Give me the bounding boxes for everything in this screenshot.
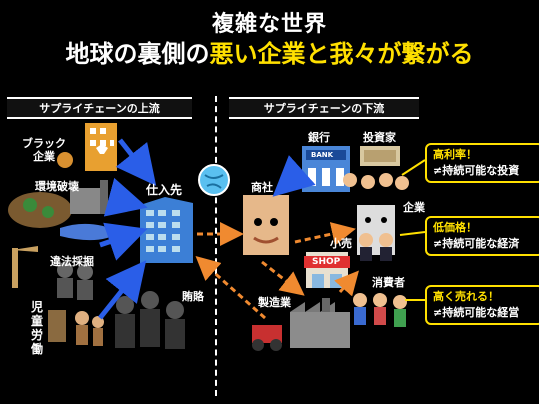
divider-line xyxy=(215,96,217,396)
label-manufacturer: 製造業 xyxy=(258,296,291,309)
label-company: 企業 xyxy=(403,201,425,214)
arrow-environment xyxy=(103,177,148,217)
callout-economy-title: 低価格！ xyxy=(433,221,477,234)
shop-sign: SHOP xyxy=(312,257,341,267)
company-icon xyxy=(357,205,395,261)
investor-icon xyxy=(360,146,400,166)
child-labor-icon xyxy=(48,310,104,346)
label-black-company: ブラック 企業 xyxy=(22,137,66,163)
arrow-bank-trading xyxy=(272,155,316,197)
callout-investment-title: 高利率！ xyxy=(433,148,477,161)
label-supplier: 仕入先 xyxy=(146,183,183,197)
label-bank: 銀行 xyxy=(308,131,330,144)
bribery-icon xyxy=(115,291,185,349)
trading-company-icon xyxy=(243,195,289,255)
label-trading-company: 商社 xyxy=(251,181,273,194)
globe-icon xyxy=(198,164,230,196)
black-company-icon xyxy=(57,123,117,171)
arrow-child-labor xyxy=(98,260,147,320)
label-investor: 投資家 xyxy=(363,131,396,144)
bank-sign: BANK xyxy=(311,151,334,159)
label-environment: 環境破壊 xyxy=(35,180,79,193)
callout-investment: 高利率！ ≠持続可能な投資 xyxy=(425,143,539,183)
callout-economy: 低価格！ ≠持続可能な経済 xyxy=(425,216,539,256)
title-line2-highlight: 悪い企業と我々が繋がる xyxy=(209,40,474,68)
arrow-mining xyxy=(99,222,148,261)
arrow-manufacturer-supplier xyxy=(195,256,266,320)
supplier-building-icon xyxy=(140,197,193,263)
title-line2-prefix: 地球の裏側の xyxy=(65,40,210,68)
illegal-mining-icon xyxy=(12,246,93,300)
callout-investment-body: ≠持続可能な投資 xyxy=(433,164,520,177)
label-bribery: 賄賂 xyxy=(182,290,204,303)
arrow-black-company xyxy=(115,138,157,186)
arrow-shop-consumer xyxy=(334,270,359,297)
upstream-header: サプライチェーンの上流 xyxy=(7,97,192,119)
factory-icon xyxy=(252,298,350,351)
label-consumer: 消費者 xyxy=(372,276,405,289)
label-retail: 小売 xyxy=(330,237,352,250)
callout-economy-body: ≠持続可能な経済 xyxy=(433,237,520,250)
downstream-header: サプライチェーンの下流 xyxy=(229,97,419,119)
arrow-trading-manufacturer xyxy=(261,260,305,296)
label-child-labor: 児童労働 xyxy=(30,300,43,356)
callout-management-title: 高く売れる！ xyxy=(433,290,499,303)
callout-management: 高く売れる！ ≠持続可能な経営 xyxy=(425,285,539,325)
title-line2: 地球の裏側の悪い企業と我々が繋がる xyxy=(0,34,539,69)
investor-crowd-icon xyxy=(343,173,409,190)
label-illegal-mining: 違法採掘 xyxy=(50,255,94,268)
callout-management-body: ≠持続可能な経営 xyxy=(433,306,520,319)
consumer-icon xyxy=(353,293,407,327)
title-line1: 複雑な世界 xyxy=(211,12,327,37)
